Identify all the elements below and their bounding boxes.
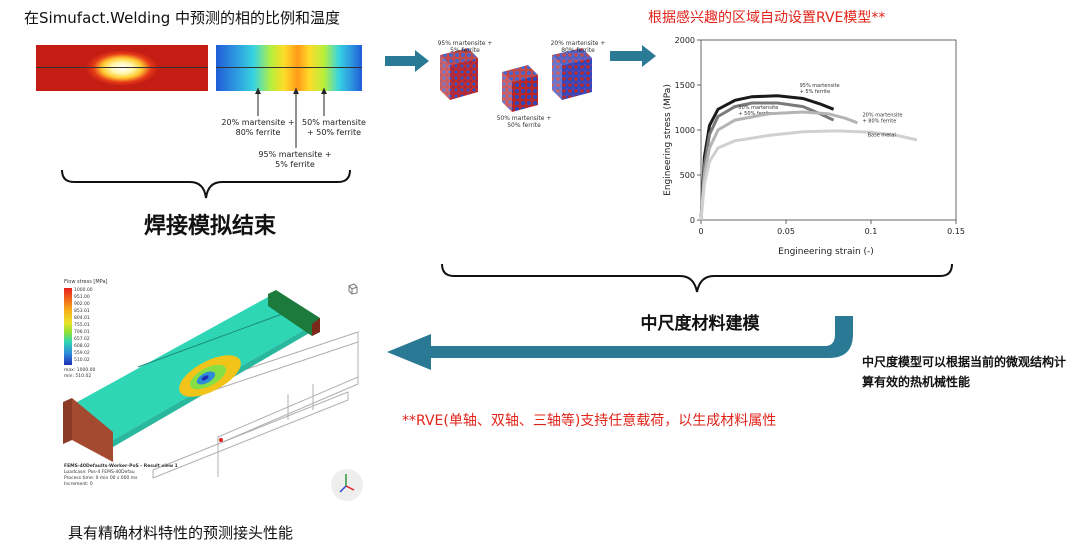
y-tick-label: 1000 (675, 126, 695, 135)
series-line (699, 110, 858, 221)
axis-triad-icon[interactable] (330, 468, 364, 502)
weld-line (36, 67, 208, 68)
footer-line: Loadcase: Pos-4 FEMS-40Defau (64, 470, 135, 475)
phase-label-50: 50% martensite + 50% ferrite (302, 118, 366, 137)
welding-caption: 焊接模拟结束 (143, 214, 276, 239)
result-caption: 具有精确材料特性的预测接头性能 (68, 524, 294, 542)
temperature-contour (36, 45, 208, 91)
footer-line: Increment: 0 (64, 482, 93, 487)
legend-value: 608.02 (74, 344, 90, 349)
phase-label-95: 95% martensite + 5% ferrite (258, 150, 332, 169)
legend-value: 804.01 (74, 316, 90, 321)
left-title: 在Simufact.Welding 中预测的相的比例和温度 (24, 9, 341, 27)
legend-value: 510.02 (74, 358, 90, 363)
legend-min: min: 510.02 (64, 374, 92, 379)
rve-cubes (440, 48, 592, 112)
series-line (699, 101, 835, 221)
y-tick-label: 500 (680, 171, 695, 180)
mesoscale-caption: 中尺度材料建模 (640, 314, 760, 334)
footer-line: Process time: 0 min 00 s 000 ms (64, 476, 138, 481)
legend-max: max: 1000.00 (64, 368, 96, 373)
rve-label-20: 20% martensite + 80% ferrite (550, 40, 606, 54)
footer-line: FEMS-40Defaults-Worker-PoS - Result view… (64, 464, 178, 469)
arrow-right-icon (385, 50, 429, 72)
welding-bracket (61, 169, 351, 199)
stress-strain-chart: Engineering stress (MPa) Engineering str… (663, 36, 965, 257)
view-cube-icon[interactable] (346, 282, 360, 296)
y-tick-label: 1500 (675, 81, 695, 90)
phase-pointer-lines (255, 88, 327, 148)
fe-plate-model (63, 290, 359, 479)
arrow-right-icon (610, 45, 656, 67)
y-tick-label: 2000 (675, 36, 695, 45)
legend-value: 951.00 (74, 295, 90, 300)
legend-value: 755.01 (74, 323, 90, 328)
rve-label-50: 50% martensite + 50% ferrite (496, 115, 552, 129)
phase-weld-line (216, 67, 362, 68)
fe-result-view: Flow stress [MPa] 1000.00 951.00 902.00 … (58, 272, 368, 500)
result-footer: FEMS-40Defaults-Worker-PoS - Result view… (64, 464, 178, 488)
legend-colorbar (64, 288, 72, 365)
legend-value: 657.02 (74, 337, 90, 342)
chart-xlabel: Engineering strain (-) (778, 247, 874, 257)
rve-label-95: 95% martensite + 5% ferrite (437, 40, 493, 54)
x-tick-label: 0.1 (865, 227, 878, 236)
load-note: **RVE(单轴、双轴、三轴等)支持任意载荷，以生成材料属性 (402, 413, 777, 429)
x-tick-label: 0 (698, 227, 703, 236)
legend-title: Flow stress [MPa] (64, 279, 108, 285)
series-label: 95% martensite+ 5% ferrite (800, 83, 840, 95)
series-label: 20% martensite+ 80% ferrite (863, 113, 903, 125)
right-title: 根据感兴趣的区域自动设置RVE模型** (648, 10, 886, 26)
mesoscale-description: 中尺度模型可以根据当前的微观结构计算有效的热机械性能 (862, 355, 1067, 389)
legend-value: 902.00 (74, 302, 90, 307)
chart-ylabel: Engineering stress (MPa) (663, 84, 673, 196)
x-tick-label: 0.05 (777, 227, 795, 236)
legend-value: 706.01 (74, 330, 90, 335)
y-tick-label: 0 (690, 216, 695, 225)
x-tick-label: 0.15 (947, 227, 965, 236)
series-label: Base metal (868, 132, 896, 138)
mesoscale-bracket (441, 263, 953, 293)
curved-arrow-left-icon (387, 316, 853, 370)
phase-contour (216, 45, 362, 91)
phase-label-20: 20% martensite + 80% ferrite (221, 118, 295, 137)
legend-value: 1000.00 (74, 288, 93, 293)
legend-value: 559.02 (74, 351, 90, 356)
legend-value: 853.01 (74, 309, 90, 314)
legend-values: 1000.00 951.00 902.00 853.01 804.01 755.… (74, 287, 104, 364)
series-line (699, 129, 918, 221)
series-label: 50% martensite+ 50% ferrite (738, 105, 778, 117)
